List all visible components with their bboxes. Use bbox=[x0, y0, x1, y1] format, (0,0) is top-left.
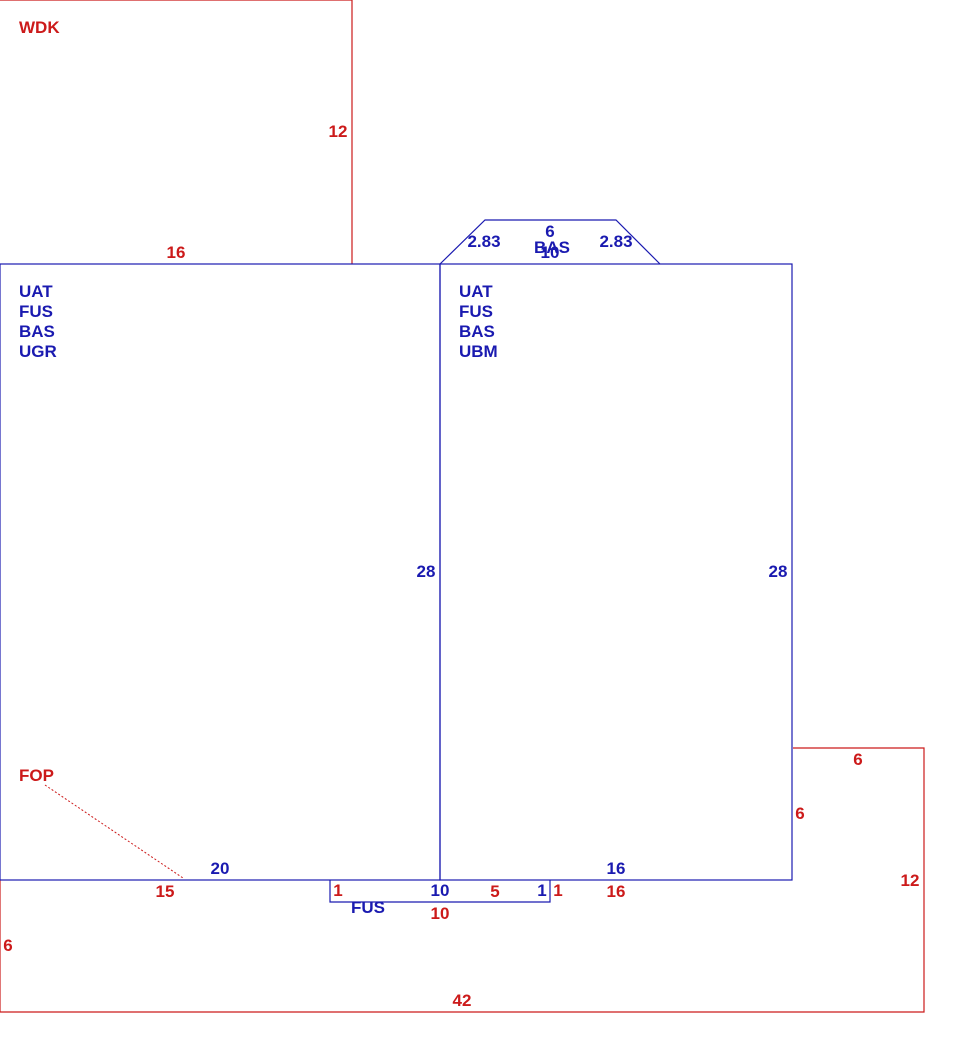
dim-fus-top: 10 bbox=[431, 881, 450, 900]
dim-fus-left: 1 bbox=[333, 881, 342, 900]
dim-bay-top: 6 bbox=[545, 222, 554, 241]
east-area-outline bbox=[439, 263, 793, 881]
dim-wdk-bottom: 16 bbox=[167, 243, 186, 262]
dim-porch-right: 12 bbox=[901, 871, 920, 890]
west-area-code-4: UGR bbox=[19, 342, 57, 361]
dim-bay-right: 2.83 bbox=[599, 232, 632, 251]
dim-fus-mid-red: 5 bbox=[490, 882, 499, 901]
east-area-code-1: UAT bbox=[459, 282, 493, 301]
bay-window-outline bbox=[439, 219, 661, 265]
dim-east-bottom: 16 bbox=[607, 859, 626, 878]
east-area-code-2: FUS bbox=[459, 302, 493, 321]
dim-wdk-side: 12 bbox=[329, 122, 348, 141]
fus-small-area-label: FUS bbox=[351, 898, 385, 917]
west-area-code-3: BAS bbox=[19, 322, 55, 341]
west-area-code-2: FUS bbox=[19, 302, 53, 321]
fop-leader-line bbox=[44, 784, 184, 879]
wdk-area-label: WDK bbox=[19, 18, 60, 37]
dim-bay-base: 10 bbox=[541, 243, 560, 262]
west-area-code-1: UAT bbox=[19, 282, 53, 301]
east-area-code-3: BAS bbox=[459, 322, 495, 341]
dim-porch-ext-top: 6 bbox=[853, 750, 862, 769]
dim-fus-bottom-red: 10 bbox=[431, 904, 450, 923]
dim-east-right: 28 bbox=[769, 562, 788, 581]
dim-fus-right: 1 bbox=[537, 881, 546, 900]
dim-porch-left: 6 bbox=[3, 936, 12, 955]
dim-porch-total: 42 bbox=[453, 991, 472, 1010]
east-area-code-4: UBM bbox=[459, 342, 498, 361]
west-area-outline bbox=[0, 263, 441, 881]
dim-porch-bottom-left: 15 bbox=[156, 882, 175, 901]
dim-west-bottom: 20 bbox=[211, 859, 230, 878]
dim-west-right: 28 bbox=[417, 562, 436, 581]
fop-area-label: FOP bbox=[19, 766, 54, 785]
fus-small-outline bbox=[329, 880, 551, 903]
dim-bay-left: 2.83 bbox=[467, 232, 500, 251]
porch-outline bbox=[0, 747, 925, 1013]
dim-fus-right-red: 1 bbox=[553, 881, 562, 900]
bay-area-label: BAS bbox=[534, 238, 570, 257]
wdk-deck-outline bbox=[0, 0, 353, 264]
dim-porch-ext-side: 6 bbox=[795, 804, 804, 823]
dim-porch-bottom-right: 16 bbox=[607, 882, 626, 901]
